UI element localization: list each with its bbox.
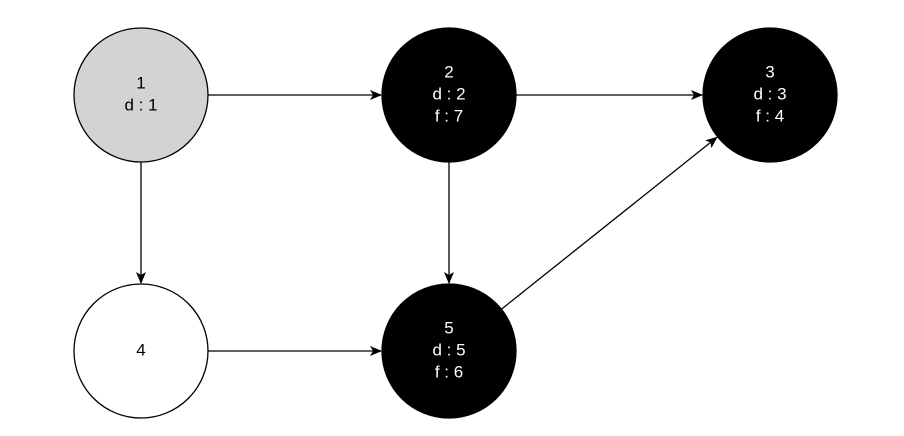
node-4: 4 — [73, 283, 209, 419]
finish-time-label: f : 7 — [435, 106, 463, 125]
discovery-time-label: d : 5 — [432, 340, 465, 359]
node-5: 5 d : 5 f : 6 — [381, 283, 517, 419]
finish-time-label: f : 4 — [756, 106, 784, 125]
edge-5-to-3 — [500, 136, 718, 310]
nodes: 1 d : 1 2 d : 2 f : 7 3 d : 3 f : 4 4 5 d : 5 f : 6 — [73, 27, 838, 419]
node-id-label: 1 — [136, 73, 145, 92]
node-circle — [73, 283, 209, 419]
node-3: 3 d : 3 f : 4 — [702, 27, 838, 163]
node-id-label: 3 — [765, 62, 774, 81]
node-circle — [381, 27, 517, 163]
node-circle — [702, 27, 838, 163]
discovery-time-label: d : 2 — [432, 84, 465, 103]
discovery-time-label: d : 3 — [753, 84, 786, 103]
node-circle — [381, 283, 517, 419]
edges — [136, 90, 718, 356]
node-1: 1 d : 1 — [73, 27, 209, 163]
node-id-label: 2 — [444, 62, 453, 81]
node-2: 2 d : 2 f : 7 — [381, 27, 517, 163]
finish-time-label: f : 6 — [435, 362, 463, 381]
node-circle — [73, 27, 209, 163]
node-id-label: 4 — [136, 340, 145, 359]
node-id-label: 5 — [444, 318, 453, 337]
discovery-time-label: d : 1 — [124, 95, 157, 114]
